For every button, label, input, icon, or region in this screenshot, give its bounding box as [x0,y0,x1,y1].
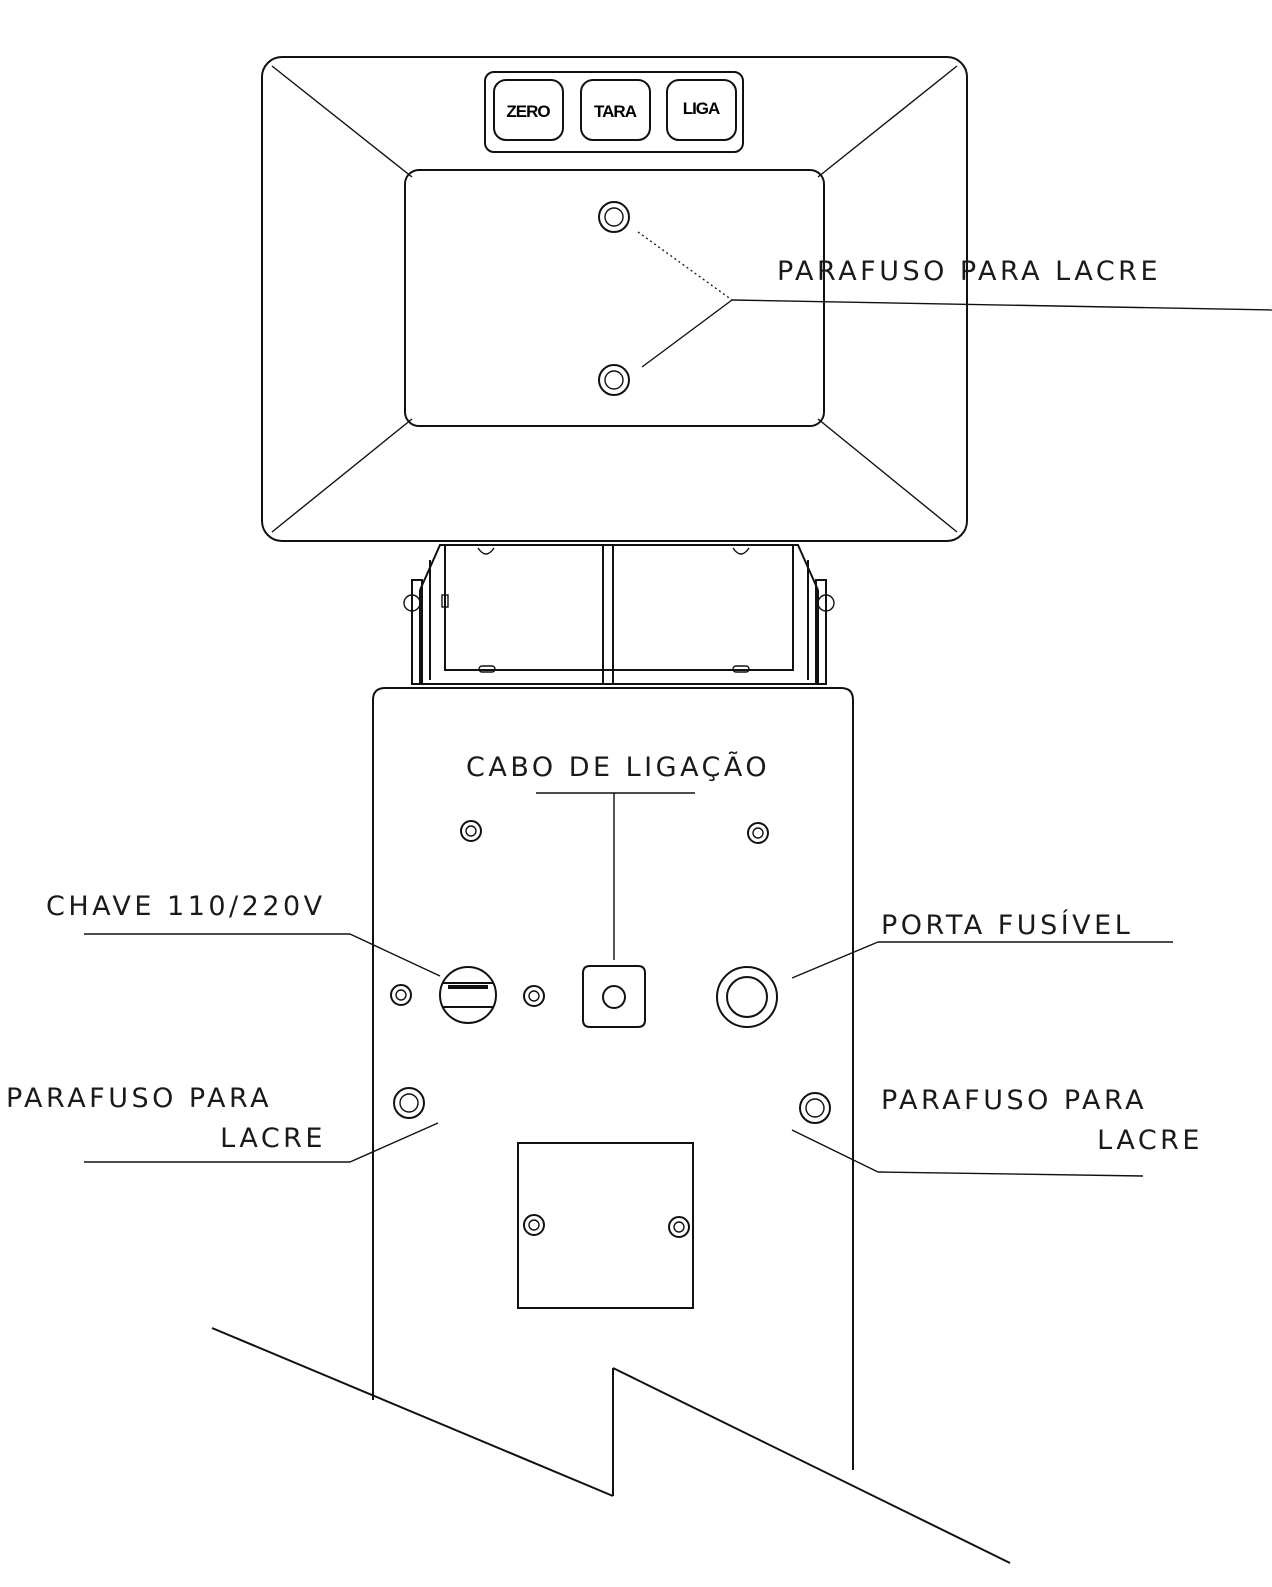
mounting-bracket [403,544,835,685]
seal-screw-left [393,1087,425,1119]
keypad-frame [484,71,744,153]
break-line-right [612,1367,1011,1564]
cover-plate [517,1142,694,1309]
zero-key[interactable]: ZERO [493,79,564,141]
label-cabo-ligacao: CABO DE LIGAÇÃO [466,751,770,783]
seal-screw-right [799,1092,831,1124]
callout-seal-screw-left: PARAFUSO PARA LACRE [6,1083,439,1163]
bevel-line-top-left [271,65,413,178]
tara-key-label: TARA [594,102,637,121]
callout-cabo-ligacao: CABO DE LIGAÇÃO [466,751,770,960]
label-parafuso-right-2: LACRE [1097,1125,1203,1156]
body-screw-mid-center [523,985,545,1007]
liga-key-label: LIGA [683,99,720,118]
bevel-line-bottom-right [817,418,958,533]
bevel-line-top-right [817,65,958,178]
indicator-housing [261,56,968,542]
voltage-switch[interactable] [439,966,497,1024]
label-porta-fusivel: PORTA FUSÍVEL [881,909,1133,941]
fuse-holder[interactable] [716,966,778,1028]
seal-screw-lower [598,364,630,396]
label-parafuso-left-1: PARAFUSO PARA [6,1083,272,1114]
seal-screw-upper [598,201,630,233]
body-screw-mid-left [390,984,412,1006]
label-parafuso-lacre-top: PARAFUSO PARA LACRE [777,256,1161,287]
callout-porta-fusivel: PORTA FUSÍVEL [791,909,1173,979]
rear-body [211,687,1011,1564]
tara-key[interactable]: TARA [580,79,651,141]
liga-key[interactable]: LIGA [666,79,737,141]
cable-gland [582,965,646,1028]
body-screw-top-left [460,820,482,842]
indicator-head: ZERO TARA LIGA [261,56,968,542]
callout-seal-screw-right: PARAFUSO PARA LACRE [791,1085,1203,1177]
label-parafuso-right-1: PARAFUSO PARA [881,1085,1147,1116]
display-panel [404,169,825,427]
label-parafuso-left-2: LACRE [220,1123,326,1154]
callout-seal-screw-top: PARAFUSO PARA LACRE [637,231,1272,368]
zero-key-label: ZERO [506,102,550,121]
bevel-line-bottom-left [271,418,413,533]
break-line-left [211,1327,614,1497]
label-chave: CHAVE 110/220V [46,891,326,922]
callout-chave: CHAVE 110/220V [46,891,441,977]
body-screw-top-right [747,822,769,844]
